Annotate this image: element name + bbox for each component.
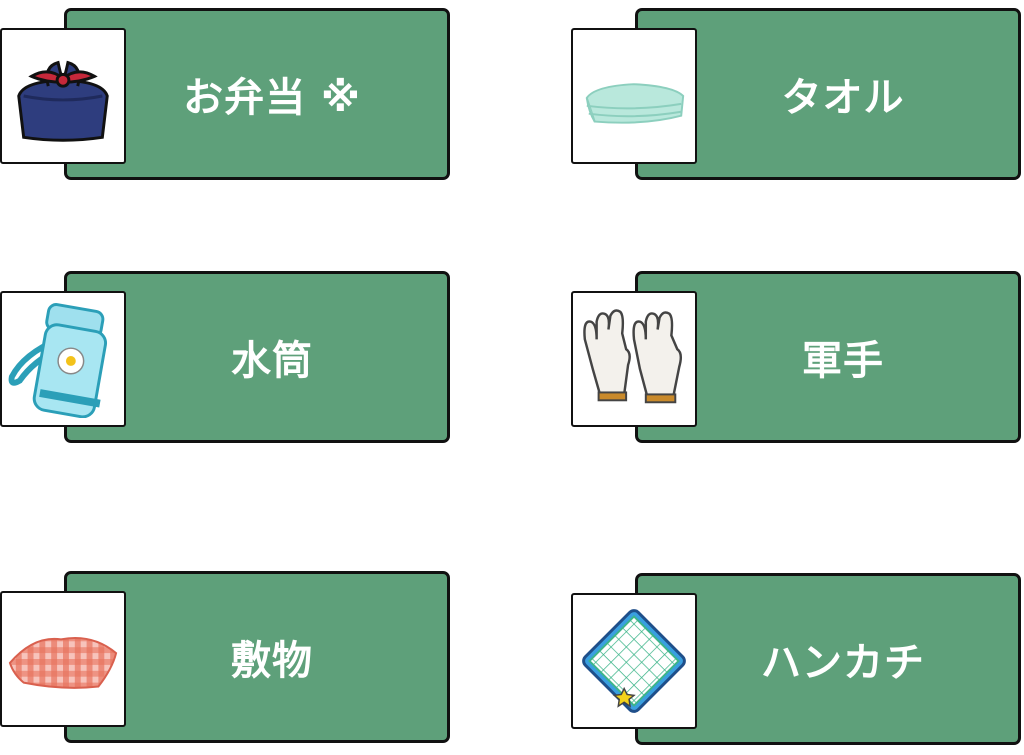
item-label: お弁当 ※ — [183, 75, 361, 121]
item-card-bento: お弁当 ※ — [0, 2, 455, 182]
handkerchief-icon — [582, 609, 686, 713]
work-gloves-icon — [583, 309, 683, 404]
item-label: 敷物 — [231, 638, 313, 684]
item-label: タオル — [781, 75, 905, 121]
item-label-box: 水筒 — [64, 271, 450, 443]
picnic-mat-icon — [8, 636, 118, 689]
item-label-box: タオル — [635, 8, 1021, 180]
item-label: 水筒 — [231, 338, 313, 384]
item-card-towel: タオル — [571, 2, 1024, 182]
water-bottle-icon — [8, 303, 108, 418]
item-thumbnail — [571, 291, 697, 427]
item-label: 軍手 — [802, 338, 884, 384]
item-card-gloves: 軍手 — [571, 265, 1024, 445]
item-label-box: ハンカチ — [635, 573, 1021, 745]
item-label: ハンカチ — [761, 640, 925, 686]
towel-icon — [585, 83, 685, 124]
item-label-box: お弁当 ※ — [64, 8, 450, 180]
item-thumbnail — [0, 591, 126, 727]
item-thumbnail — [0, 28, 126, 164]
item-label-box: 軍手 — [635, 271, 1021, 443]
item-label-box: 敷物 — [64, 571, 450, 743]
item-thumbnail — [571, 28, 697, 164]
bento-box-icon — [17, 60, 109, 142]
item-card-mat: 敷物 — [0, 565, 455, 745]
item-thumbnail — [0, 291, 126, 427]
item-thumbnail — [571, 593, 697, 729]
item-card-handkerchief: ハンカチ — [571, 567, 1024, 747]
item-card-water-bottle: 水筒 — [0, 265, 455, 445]
